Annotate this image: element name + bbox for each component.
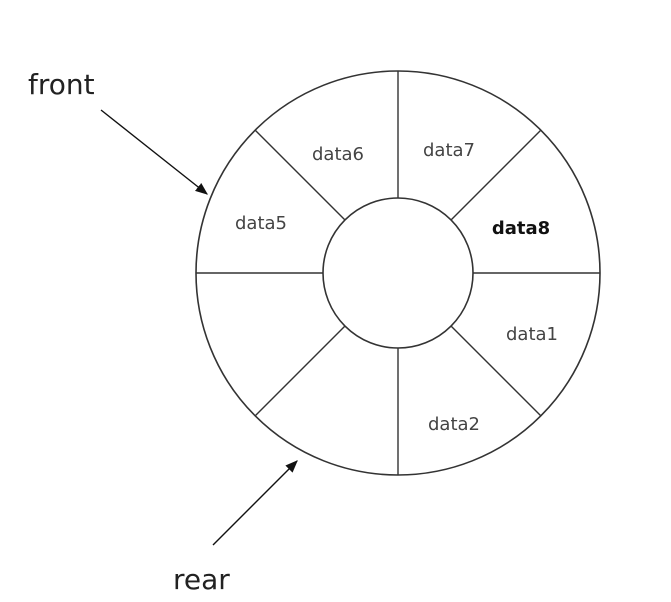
- slot-label-data8: data8: [492, 218, 550, 239]
- rear-arrow: [212, 460, 298, 546]
- divider-top-right: [450, 129, 542, 221]
- slot-label-data5: data5: [235, 213, 287, 234]
- slot-label-data6: data6: [312, 144, 364, 165]
- front-label: front: [28, 68, 95, 101]
- slot-label-data2: data2: [428, 414, 480, 435]
- inner-hub: [322, 197, 474, 349]
- divider-top-left: [254, 129, 346, 221]
- slot-label-data1: data1: [506, 324, 558, 345]
- front-arrow: [100, 109, 208, 195]
- divider-bottom-left: [254, 325, 346, 417]
- rear-label: rear: [173, 563, 230, 596]
- divider-bottom-right: [450, 325, 542, 417]
- slot-label-data7: data7: [423, 140, 475, 161]
